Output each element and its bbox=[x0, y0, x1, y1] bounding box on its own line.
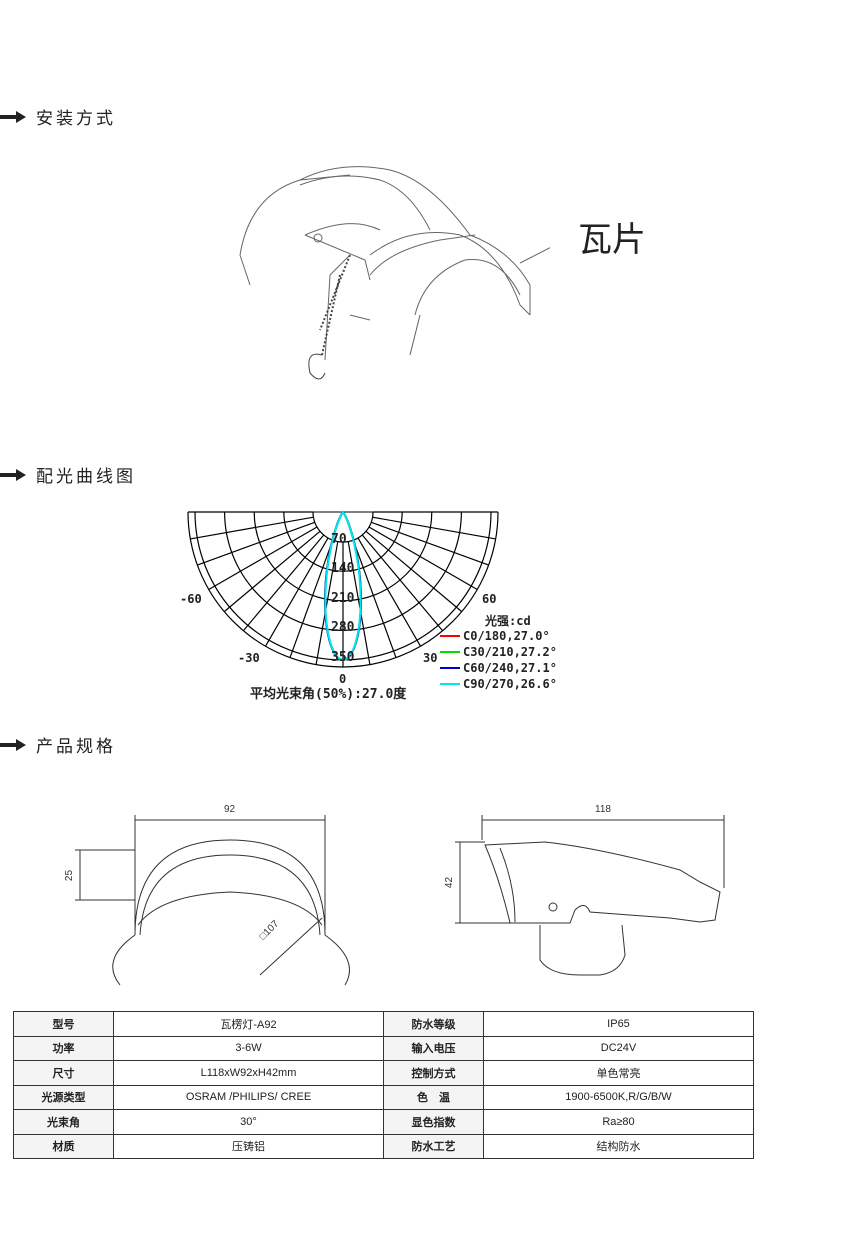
legend-swatch bbox=[440, 683, 460, 685]
angle-label: -30 bbox=[238, 651, 260, 665]
spec-key: 防水工艺 bbox=[383, 1133, 484, 1159]
section-spec: 产品规格 bbox=[0, 732, 116, 757]
legend-swatch bbox=[440, 635, 460, 637]
section-title: 配光曲线图 bbox=[36, 467, 136, 487]
section-title: 产品规格 bbox=[36, 737, 116, 757]
spec-key: 光源类型 bbox=[13, 1084, 114, 1110]
legend-swatch bbox=[440, 651, 460, 653]
front-view bbox=[75, 815, 350, 986]
legend-label: C90/270,26.6° bbox=[463, 677, 557, 691]
grid-spoke bbox=[315, 541, 339, 665]
spec-value: 单色常亮 bbox=[483, 1060, 754, 1086]
dim-front-height: 25 bbox=[64, 869, 76, 882]
grid-ring bbox=[312, 511, 374, 543]
radial-tick-label: 350 bbox=[331, 650, 355, 665]
spec-key: 尺寸 bbox=[13, 1060, 114, 1086]
grid-spoke bbox=[190, 516, 314, 540]
legend-label: C0/180,27.0° bbox=[463, 629, 550, 643]
spec-value: Ra≥80 bbox=[483, 1109, 754, 1135]
angle-label: -60 bbox=[180, 592, 202, 606]
grid-spoke bbox=[357, 537, 422, 647]
arrow-icon bbox=[0, 738, 26, 751]
legend-title: 光强:cd bbox=[485, 614, 531, 628]
grid-spoke bbox=[289, 539, 334, 658]
spec-value: DC24V bbox=[483, 1035, 754, 1061]
spec-value: OSRAM /PHILIPS/ CREE bbox=[113, 1084, 384, 1110]
section-install: 安装方式 bbox=[0, 104, 116, 129]
radial-tick-label: 70 bbox=[331, 531, 347, 547]
legend-label: C60/240,27.1° bbox=[463, 661, 557, 675]
grid-spoke bbox=[223, 530, 321, 613]
spec-value: 30° bbox=[113, 1109, 384, 1135]
spec-key: 控制方式 bbox=[383, 1060, 484, 1086]
grid-spoke bbox=[365, 530, 463, 613]
grid-spoke bbox=[197, 521, 316, 566]
spec-value: IP65 bbox=[483, 1011, 754, 1037]
installation-illustration bbox=[239, 166, 550, 380]
grid-spoke bbox=[361, 534, 444, 632]
legend: C0/180,27.0° C30/210,27.2° C60/240,27.1° C9… bbox=[440, 628, 557, 692]
legend-item: C0/180,27.0° bbox=[440, 628, 557, 644]
arrow-icon bbox=[0, 468, 26, 481]
legend-item: C90/270,26.6° bbox=[440, 676, 557, 692]
spec-key: 材质 bbox=[13, 1133, 114, 1159]
spec-value: 1900-6500K,R/G/B/W bbox=[483, 1084, 754, 1110]
grid-spoke bbox=[368, 526, 478, 591]
legend-swatch bbox=[440, 667, 460, 669]
dim-side-length: 118 bbox=[595, 804, 611, 815]
grid-spoke bbox=[370, 521, 489, 566]
angle-label: 60 bbox=[482, 592, 497, 606]
series-curve bbox=[324, 510, 362, 662]
section-title: 安装方式 bbox=[36, 109, 116, 129]
grid-spoke bbox=[347, 541, 371, 665]
radial-tick-label: 280 bbox=[331, 620, 355, 636]
legend-item: C60/240,27.1° bbox=[440, 660, 557, 676]
spec-value: 结构防水 bbox=[483, 1133, 754, 1159]
spec-row: 材质压铸铝防水工艺结构防水 bbox=[13, 1133, 754, 1159]
grid-spoke bbox=[264, 537, 329, 647]
side-view bbox=[455, 815, 725, 976]
spec-key: 型号 bbox=[13, 1011, 114, 1037]
polar-chart bbox=[187, 510, 499, 668]
spec-value: 瓦楞灯-A92 bbox=[113, 1011, 384, 1037]
grid-spoke bbox=[242, 534, 325, 632]
section-light-distribution: 配光曲线图 bbox=[0, 462, 136, 487]
spec-key: 色 温 bbox=[383, 1084, 484, 1110]
spec-key: 光束角 bbox=[13, 1109, 114, 1135]
spec-value: L118xW92xH42mm bbox=[113, 1060, 384, 1086]
spec-key: 显色指数 bbox=[383, 1109, 484, 1135]
tile-label: 瓦片 bbox=[578, 220, 646, 260]
angle-label: 0 bbox=[339, 672, 347, 686]
legend-item: C30/210,27.2° bbox=[440, 644, 557, 660]
grid-spoke bbox=[352, 539, 397, 658]
spec-key: 防水等级 bbox=[383, 1011, 484, 1037]
spec-key: 功率 bbox=[13, 1035, 114, 1061]
dimension-drawings bbox=[75, 815, 725, 986]
arrow-icon bbox=[0, 110, 26, 123]
angle-label: 30 bbox=[423, 651, 438, 665]
radial-tick-label: 140 bbox=[331, 561, 355, 577]
legend-label: C30/210,27.2° bbox=[463, 645, 557, 659]
spec-value: 3-6W bbox=[113, 1035, 384, 1061]
dim-front-width: 92 bbox=[224, 804, 236, 815]
radial-tick-label: 210 bbox=[331, 590, 355, 606]
spec-value: 压铸铝 bbox=[113, 1133, 384, 1159]
grid-spoke bbox=[208, 526, 318, 591]
grid-spoke bbox=[372, 516, 496, 540]
chart-title: 平均光束角(50%):27.0度 bbox=[250, 687, 407, 702]
dim-side-height: 42 bbox=[444, 876, 456, 889]
spec-key: 输入电压 bbox=[383, 1035, 484, 1061]
